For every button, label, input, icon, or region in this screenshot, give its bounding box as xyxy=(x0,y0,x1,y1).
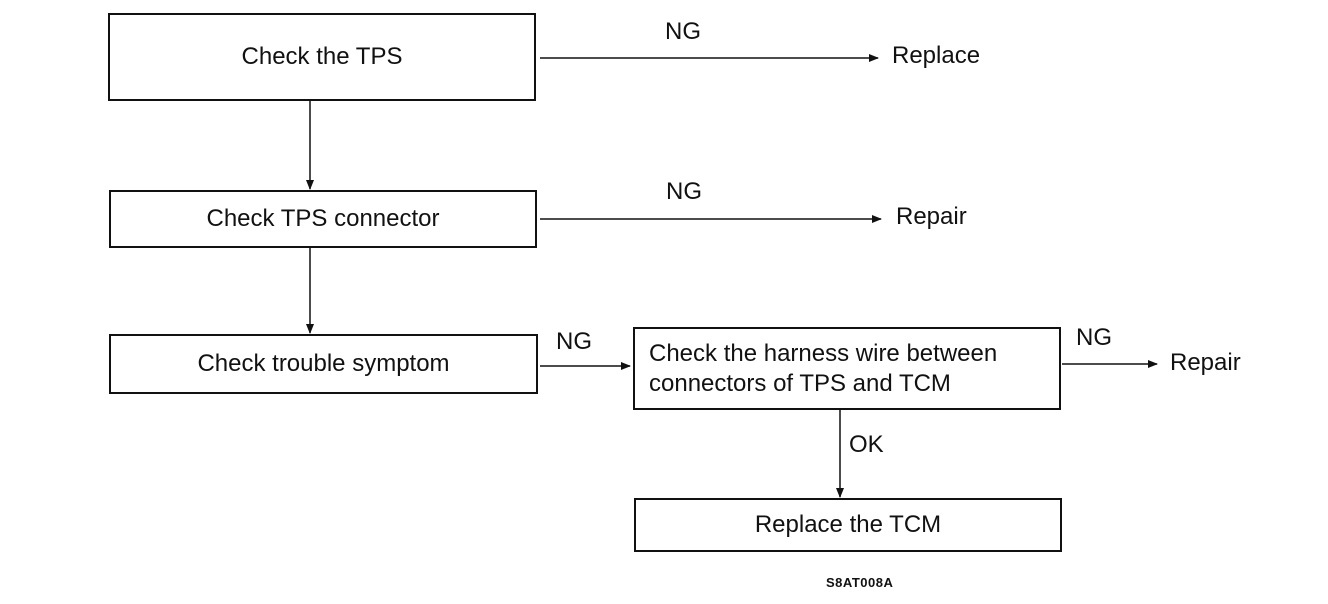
node-check-tps: Check the TPS xyxy=(108,13,536,101)
outcome-repair: Repair xyxy=(896,203,967,230)
node-label: Check trouble symptom xyxy=(197,350,450,377)
node-label: Check the TPS xyxy=(241,43,403,70)
node-check-trouble-symptom: Check trouble symptom xyxy=(109,334,538,394)
node-label-line-2: connectors of TPS and TCM xyxy=(649,369,951,397)
node-label: Replace the TCM xyxy=(754,511,942,538)
node-check-harness-wire: Check the harness wire between connector… xyxy=(633,327,1061,410)
outcome-repair: Repair xyxy=(1170,349,1241,376)
outcome-replace: Replace xyxy=(892,42,981,69)
edge-label-ng: NG xyxy=(1076,324,1112,351)
edge-label-ng: NG xyxy=(556,328,592,355)
node-label: Check TPS connector xyxy=(206,205,440,232)
edge-label-ng: NG xyxy=(666,178,702,205)
figure-code: S8AT008A xyxy=(826,575,894,590)
edge-label-ok: OK xyxy=(849,431,884,458)
edge-label-ng: NG xyxy=(665,18,701,45)
node-label-line-1: Check the harness wire between xyxy=(649,339,998,367)
node-check-tps-connector: Check TPS connector xyxy=(109,190,537,248)
node-replace-the-tcm: Replace the TCM xyxy=(634,498,1062,552)
